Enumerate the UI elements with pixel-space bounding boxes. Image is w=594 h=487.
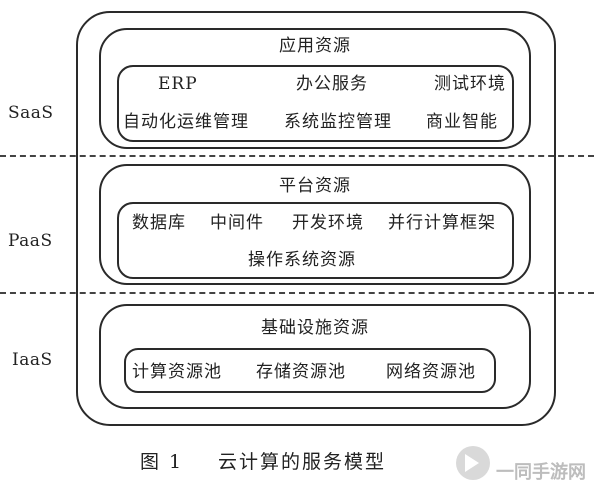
paas-resources-box xyxy=(117,202,514,279)
paas-item-parallel-computing-framework: 并行计算框架 xyxy=(388,213,496,233)
iaas-section-title: 基础设施资源 xyxy=(261,318,369,338)
saas-item-system-monitoring: 系统监控管理 xyxy=(284,112,392,132)
watermark-text: 一同手游网 xyxy=(496,462,586,483)
saas-section-box xyxy=(99,28,531,149)
saas-item-business-intelligence: 商业智能 xyxy=(426,112,498,132)
service-model-outer-frame xyxy=(76,11,556,426)
saas-resources-box xyxy=(117,65,514,142)
layer-label-saas: SaaS xyxy=(8,103,54,123)
layer-label-paas: PaaS xyxy=(8,231,53,251)
iaas-section-box xyxy=(99,304,531,409)
figure-caption: 云计算的服务模型 xyxy=(218,451,387,473)
iaas-resources-box xyxy=(124,348,496,393)
iaas-item-network-pool: 网络资源池 xyxy=(386,362,476,382)
paas-item-dev-environment: 开发环境 xyxy=(292,213,364,233)
paas-section-title: 平台资源 xyxy=(279,176,351,196)
saas-item-test-environment: 测试环境 xyxy=(434,74,506,94)
saas-item-erp: ERP xyxy=(158,74,198,94)
watermark-logo-icon xyxy=(456,446,490,480)
paas-item-database: 数据库 xyxy=(132,213,186,233)
iaas-item-storage-pool: 存储资源池 xyxy=(256,362,346,382)
saas-paas-divider xyxy=(0,155,594,157)
layer-label-iaas: IaaS xyxy=(12,350,53,370)
saas-item-automated-ops: 自动化运维管理 xyxy=(123,112,249,132)
paas-item-middleware: 中间件 xyxy=(210,213,264,233)
paas-iaas-divider xyxy=(0,292,594,294)
paas-item-os-resources: 操作系统资源 xyxy=(248,250,356,270)
saas-item-office-service: 办公服务 xyxy=(296,74,368,94)
saas-section-title: 应用资源 xyxy=(279,36,351,56)
paas-section-box xyxy=(99,164,531,285)
iaas-item-compute-pool: 计算资源池 xyxy=(132,362,222,382)
figure-number: 图 1 xyxy=(140,451,184,473)
